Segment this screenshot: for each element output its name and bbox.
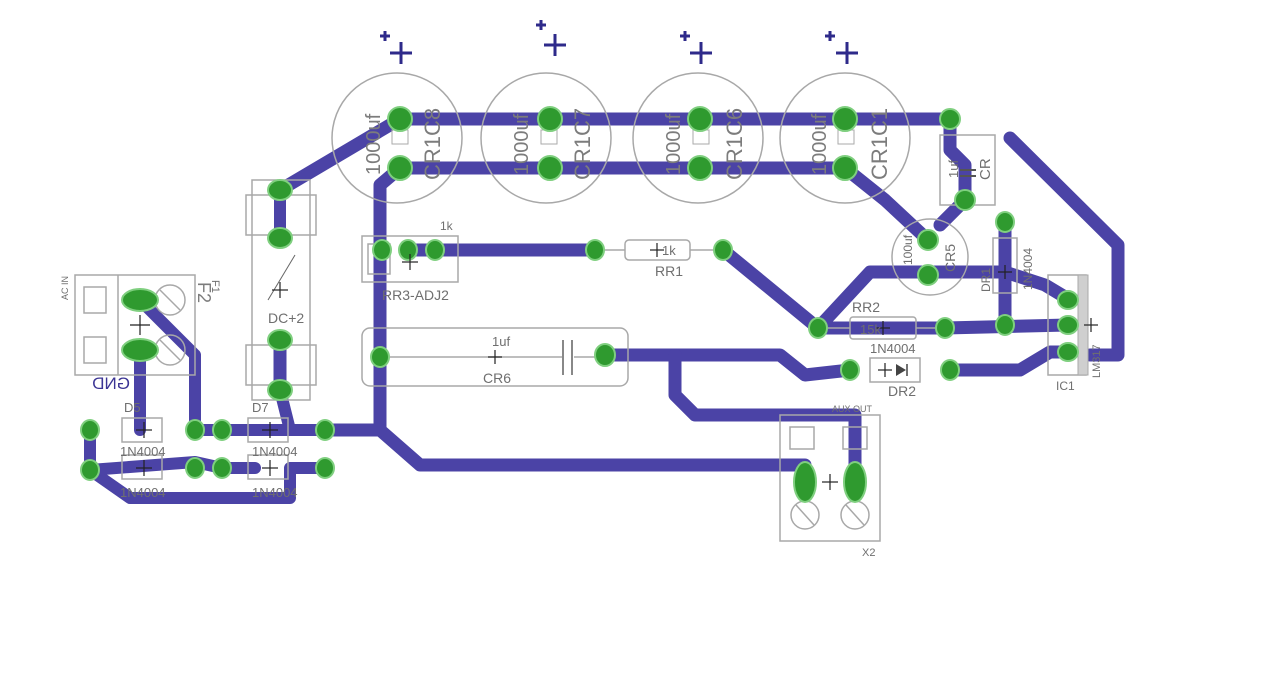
lm317-label: LM317 bbox=[1091, 344, 1103, 378]
diode-part-label: 1N4004 bbox=[120, 485, 166, 500]
capacitor-cr1c6: 1000uf CR1C6 bbox=[632, 31, 764, 204]
diode-part-label: 1N4004 bbox=[252, 444, 298, 459]
aux-out-label: AUX OUT bbox=[832, 404, 873, 414]
x2-label: X2 bbox=[862, 547, 875, 559]
cap-value-label: 100uf bbox=[901, 234, 915, 265]
ac-in-label: AC IN bbox=[60, 276, 70, 300]
diode-part-label: 1N4004 bbox=[120, 444, 166, 459]
rr1-value-label: 1k bbox=[662, 243, 676, 258]
terminal-ac-in: AC IN F2 F1 GND bbox=[60, 274, 221, 393]
diode-dr2: 1N4004 DR2 bbox=[840, 341, 960, 399]
rr2-label: RR2 bbox=[852, 299, 880, 315]
ic1-label: IC1 bbox=[1056, 379, 1075, 393]
f2-value-label: F1 bbox=[209, 280, 221, 293]
rr1-label: RR1 bbox=[655, 263, 683, 279]
resistor-rr1: 1k RR1 bbox=[585, 239, 733, 279]
cap-value-label: 1000uf bbox=[663, 113, 685, 175]
dr2-label: DR2 bbox=[888, 383, 916, 399]
fuse-holder-dc2: DC+2 bbox=[245, 179, 317, 401]
cr6-value-label: 1uf bbox=[492, 334, 510, 349]
capacitor-cr1c1: 1000uf CR1C1 bbox=[779, 31, 911, 204]
cap-value-label: 1000uf bbox=[511, 113, 533, 175]
gnd-label: GND bbox=[92, 374, 130, 393]
potentiometer-rr3: 1k RR3-ADJ2 bbox=[361, 219, 459, 303]
cap-ref-label: CR5 bbox=[942, 244, 958, 272]
cr6-label: CR6 bbox=[483, 370, 511, 386]
capacitor-cr-small: 1uf CR bbox=[939, 108, 996, 211]
regulator-ic1: IC1 LM317 bbox=[1047, 274, 1103, 393]
capacitor-cr1c7: 1000uf CR1C7 bbox=[480, 20, 612, 204]
terminal-aux-out: AUX OUT X2 bbox=[779, 404, 881, 559]
cap-ref-label: CR1C1 bbox=[867, 108, 892, 180]
rr2-value-label: 15k bbox=[860, 322, 881, 337]
diode-part-label: 1N4004 bbox=[252, 485, 298, 500]
dr1-label: DR1 bbox=[979, 268, 993, 292]
cap-ref-label: CR1C6 bbox=[722, 108, 747, 180]
capacitor-cr5: 100uf CR5 bbox=[891, 218, 969, 296]
cap-value-label: 1000uf bbox=[363, 113, 385, 175]
diode-dr1: DR1 1N4004 bbox=[979, 211, 1035, 336]
cap-ref-label: CR bbox=[977, 158, 994, 180]
rr3-value-label: 1k bbox=[440, 219, 454, 233]
d7-label: D7 bbox=[252, 400, 269, 415]
f2-label: F2 bbox=[194, 282, 214, 303]
dr1-part-label: 1N4004 bbox=[1021, 248, 1035, 290]
cap-ref-label: CR1C8 bbox=[420, 108, 445, 180]
d5-label: D5 bbox=[124, 400, 141, 415]
dr2-part-label: 1N4004 bbox=[870, 341, 916, 356]
capacitor-cr1c8: 1000uf CR1C8 bbox=[331, 31, 463, 204]
cap-value-label: 1uf bbox=[946, 160, 961, 178]
capacitor-cr6: 1uf CR6 bbox=[361, 327, 629, 387]
dc2-label: DC+2 bbox=[268, 310, 304, 326]
rr3-label: RR3-ADJ2 bbox=[382, 287, 449, 303]
resistor-rr2: 15k RR2 bbox=[808, 299, 955, 340]
cap-ref-label: CR1C7 bbox=[570, 108, 595, 180]
cap-value-label: 1000uf bbox=[809, 113, 831, 175]
diode-bridge: D5 D7 1N4004 1N4004 1N4004 1N4004 bbox=[80, 400, 335, 500]
